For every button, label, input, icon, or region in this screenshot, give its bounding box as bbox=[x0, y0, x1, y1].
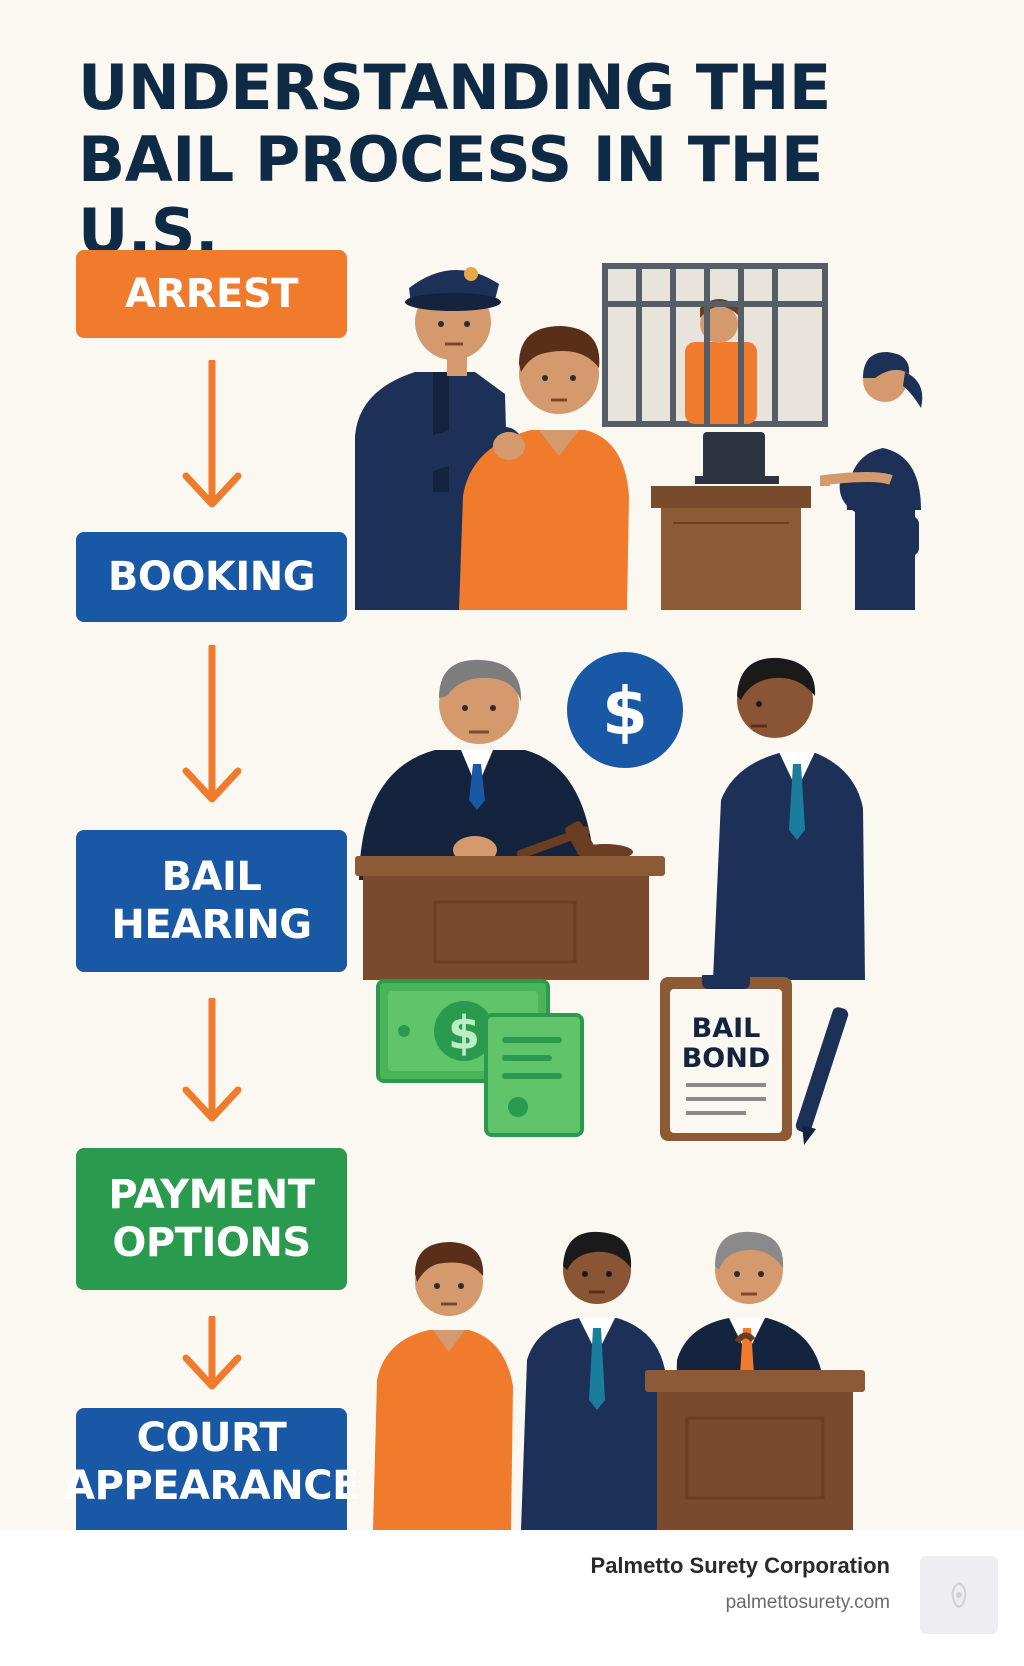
company-website[interactable]: palmettosurety.com bbox=[725, 1592, 890, 1613]
bail-bond-clipboard-icon: BAIL BOND bbox=[660, 975, 792, 1141]
step-court-appearance-label-line-1: COURT bbox=[136, 1415, 287, 1461]
step-bail-hearing-label-line-2: HEARING bbox=[111, 902, 312, 948]
down-arrow-icon bbox=[182, 998, 242, 1122]
step-booking: BOOKING bbox=[76, 532, 347, 622]
defense-lawyer bbox=[521, 1231, 667, 1530]
step-booking-label: BOOKING bbox=[107, 554, 316, 600]
page-title-line-1: UNDERSTANDING THE bbox=[78, 51, 831, 124]
arrest-booking-illustration bbox=[355, 263, 923, 610]
cash-dollar-symbol: $ bbox=[448, 1006, 480, 1060]
dollar-icon: $ bbox=[567, 652, 683, 768]
booking-clerk bbox=[651, 352, 923, 610]
court-appearance-illustration bbox=[373, 1231, 865, 1530]
down-arrow-icon bbox=[182, 1316, 242, 1390]
step-court-appearance-label-line-2: APPEARANCE bbox=[64, 1463, 359, 1509]
step-arrest-label: ARREST bbox=[125, 271, 298, 317]
step-court-appearance: COURT APPEARANCE bbox=[64, 1408, 359, 1538]
bail-hearing-illustration: $ bbox=[355, 652, 865, 980]
clipboard-title-line-1: BAIL bbox=[692, 1013, 761, 1044]
bond-certificate-icon bbox=[484, 1013, 584, 1137]
payment-illustration: $ BAIL BOND bbox=[376, 975, 849, 1145]
step-arrest: ARREST bbox=[76, 250, 347, 338]
page-title: UNDERSTANDING THE BAIL PROCESS IN THE U.… bbox=[78, 52, 978, 268]
step-bail-hearing-label-line-1: BAIL bbox=[161, 854, 262, 900]
logo-icon bbox=[920, 1556, 998, 1634]
suspect bbox=[459, 326, 629, 610]
dollar-badge-symbol: $ bbox=[602, 673, 648, 750]
lawyer bbox=[713, 657, 865, 980]
clipboard-title-line-2: BOND bbox=[682, 1043, 771, 1074]
judge-bench bbox=[355, 856, 665, 980]
judge bbox=[359, 659, 595, 880]
step-payment-options-label-line-1: PAYMENT bbox=[108, 1172, 315, 1218]
footer bbox=[0, 1530, 1024, 1666]
step-payment-options: PAYMENT OPTIONS bbox=[76, 1148, 347, 1290]
company-name: Palmetto Surety Corporation bbox=[590, 1553, 890, 1578]
podium bbox=[645, 1332, 865, 1530]
jail-cell bbox=[602, 263, 828, 427]
down-arrow-icon bbox=[182, 360, 242, 508]
step-payment-options-label-line-2: OPTIONS bbox=[112, 1220, 311, 1266]
defendant bbox=[373, 1242, 513, 1530]
step-bail-hearing: BAIL HEARING bbox=[76, 830, 347, 972]
page-title-line-2: BAIL PROCESS IN THE U.S. bbox=[78, 123, 823, 268]
pen-icon bbox=[795, 1007, 849, 1145]
down-arrow-icon bbox=[182, 645, 242, 803]
